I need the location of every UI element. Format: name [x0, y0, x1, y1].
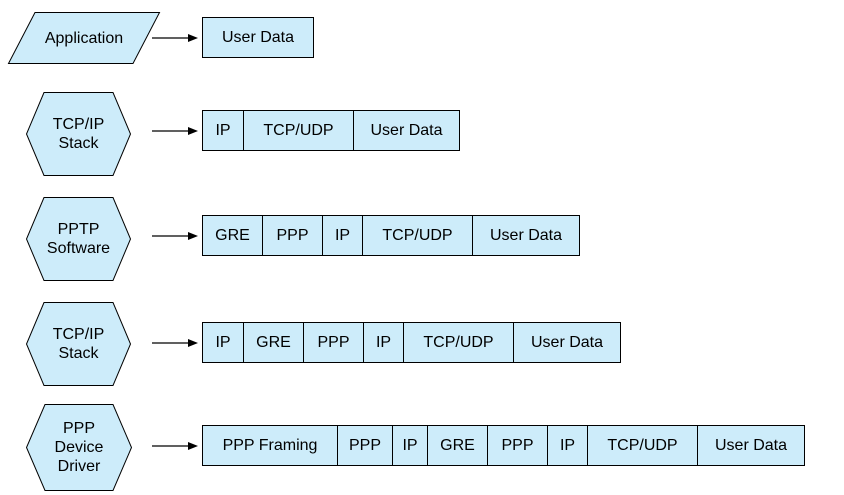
packet-field: IP	[548, 426, 588, 465]
stage-shape-hexagon-3: TCP/IP Stack	[25, 302, 132, 386]
packet-field: PPP	[263, 216, 323, 255]
stage-label-line: TCP/IP	[52, 326, 105, 343]
packet-field: IP	[364, 323, 404, 362]
parallelogram-graphic	[7, 12, 161, 64]
packet-field: IP	[203, 111, 244, 150]
packet-field: TCP/UDP	[588, 426, 698, 465]
packet-field: User Data	[354, 111, 459, 150]
right-arrow-icon	[152, 124, 198, 138]
packet-field: PPP Framing	[203, 426, 338, 465]
hexagon-graphic	[25, 302, 132, 386]
hexagon-outline	[25, 404, 133, 491]
stage-label: PPTP Software	[26, 197, 131, 281]
packet-field: User Data	[473, 216, 579, 255]
stage-label-line: Device	[54, 439, 104, 456]
packet-row: User Data	[202, 17, 314, 58]
stage-label-line: PPP	[62, 420, 95, 437]
stage-shape-parallelogram-0: Application	[7, 12, 161, 64]
packet-field: TCP/UDP	[244, 111, 354, 150]
packet-field: User Data	[203, 18, 313, 57]
packet-field: IP	[393, 426, 428, 465]
packet-field: TCP/UDP	[404, 323, 514, 362]
hexagon-outline	[25, 92, 132, 176]
parallelogram-outline	[7, 12, 161, 64]
packet-field: User Data	[698, 426, 804, 465]
stage-label-line: Stack	[58, 345, 99, 362]
stage-label: Application	[8, 12, 160, 64]
stage-label: TCP/IP Stack	[26, 302, 131, 386]
packet-field: User Data	[514, 323, 620, 362]
stage-label-line: Driver	[57, 458, 101, 475]
packet-field: IP	[203, 323, 244, 362]
hexagon-outline	[25, 302, 132, 386]
packet-field: PPP	[488, 426, 548, 465]
hexagon-outline	[25, 197, 132, 281]
right-arrow-icon	[152, 336, 198, 350]
right-arrow-icon	[152, 31, 198, 45]
packet-field: TCP/UDP	[363, 216, 473, 255]
stage-shape-hexagon-2: PPTP Software	[25, 197, 132, 281]
packet-field: GRE	[428, 426, 488, 465]
stage-shape-hexagon-1: TCP/IP Stack	[25, 92, 132, 176]
hexagon-graphic	[25, 197, 132, 281]
stage-label-line: Application	[44, 29, 124, 47]
packet-field: IP	[323, 216, 363, 255]
packet-field: PPP	[304, 323, 364, 362]
hexagon-graphic	[25, 404, 133, 491]
packet-field: GRE	[203, 216, 263, 255]
packet-field: PPP	[338, 426, 393, 465]
right-arrow-icon	[152, 229, 198, 243]
stage-label-line: TCP/IP	[52, 116, 105, 133]
stage-label-line: Stack	[58, 135, 99, 152]
stage-label-line: Software	[46, 240, 111, 257]
hexagon-graphic	[25, 92, 132, 176]
right-arrow-icon	[152, 439, 198, 453]
stage-label-line: PPTP	[57, 221, 100, 238]
packet-field: GRE	[244, 323, 304, 362]
stage-label: TCP/IP Stack	[26, 92, 131, 176]
